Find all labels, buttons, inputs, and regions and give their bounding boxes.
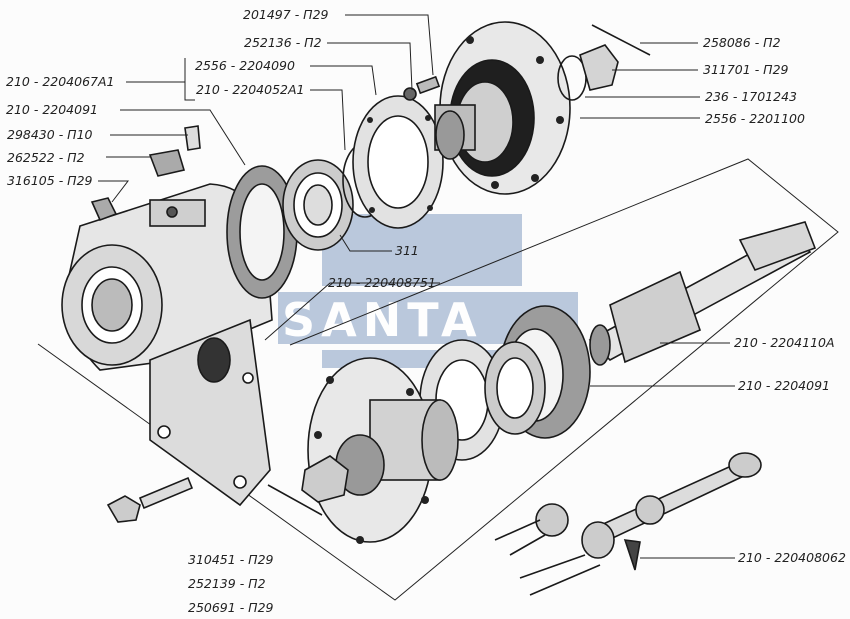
gear-housing	[61, 183, 273, 507]
bolt-washer-top	[403, 75, 441, 101]
label-210-2204067a1: 210 - 2204067А1	[6, 74, 115, 89]
label-201497: 201497 - П29	[243, 7, 329, 22]
bearing-cover	[352, 95, 444, 229]
label-311701: 311701 - П29	[703, 62, 789, 77]
leader-lines	[98, 14, 735, 559]
label-236-1701243: 236 - 1701243	[705, 89, 797, 104]
assembly-outline	[37, 158, 839, 601]
label-210-2204091-top: 210 - 2204091	[6, 102, 98, 117]
bolt-nut-bottom	[106, 476, 323, 523]
label-210-220408062: 210 - 220408062	[738, 550, 846, 565]
label-210-2204110a: 210 - 2204110А	[734, 335, 835, 350]
label-310451: 310451 - П29	[188, 552, 274, 567]
cardan-shaft	[494, 452, 762, 596]
castle-nut-top	[557, 24, 651, 101]
label-210-2204091-lower: 210 - 2204091	[738, 378, 830, 393]
flange-upper	[434, 21, 571, 195]
label-316105: 316105 - П29	[7, 173, 93, 188]
label-311: 311	[395, 243, 419, 258]
label-2556-2204090: 2556 - 2204090	[195, 58, 295, 73]
label-262522: 262522 - П2	[7, 150, 85, 165]
bearing-311	[282, 159, 354, 251]
label-258086: 258086 - П2	[703, 35, 781, 50]
watermark-text: SANTA	[282, 293, 483, 347]
label-250691: 250691 - П29	[188, 600, 274, 615]
label-210-2204052a1: 210 - 2204052А1	[196, 82, 305, 97]
small-fittings	[90, 125, 201, 222]
part-labels: 201497 - П29 252136 - П2 2556 - 2204090 …	[6, 7, 846, 615]
drive-shaft	[588, 221, 817, 366]
flange-lower	[301, 357, 459, 544]
label-252136: 252136 - П2	[244, 35, 322, 50]
label-252139: 252139 - П2	[188, 576, 266, 591]
label-2556-2201100: 2556 - 2201100	[705, 111, 805, 126]
label-210-220408751: 210 - 220408751	[328, 275, 436, 290]
gasket-housing	[226, 165, 298, 299]
label-298430: 298430 - П10	[7, 127, 93, 142]
